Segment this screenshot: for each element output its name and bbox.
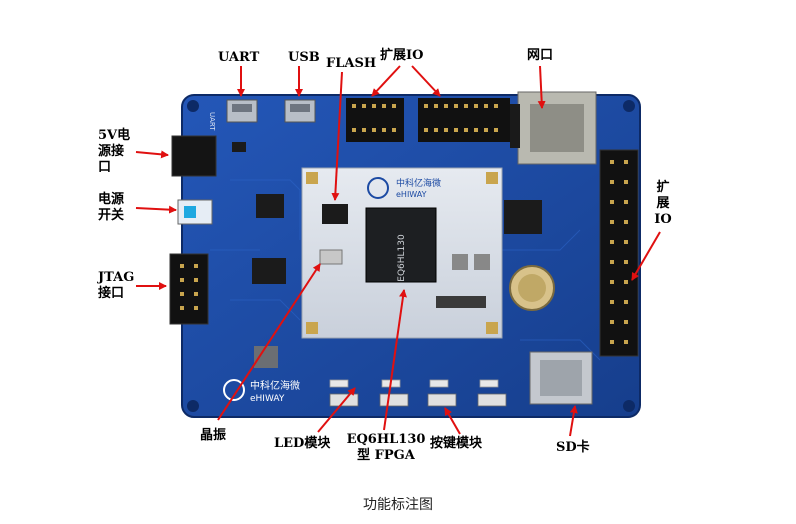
- label-power-switch: 电源 开关: [98, 192, 125, 223]
- arrow-keys: [444, 407, 461, 435]
- label-keys: 按键模块: [430, 436, 483, 451]
- label-sd: SD卡: [556, 440, 590, 455]
- mount-hole: [623, 100, 635, 112]
- board-brand-en: eHIWAY: [250, 394, 285, 404]
- arrow-expand-right: [631, 231, 661, 281]
- label-power-5v: 5V电 源接 口: [98, 128, 131, 175]
- figure-caption: 功能标注图: [363, 497, 433, 513]
- inductor: [254, 346, 278, 368]
- arrow-fpga: [383, 289, 407, 431]
- label-usb: USB: [288, 50, 320, 65]
- label-ethernet: 网口: [527, 48, 554, 63]
- label-crystal: 晶振: [200, 428, 227, 443]
- pcb-traces: [210, 179, 601, 361]
- fpga-chip: [365, 207, 437, 283]
- ic-chip: [252, 258, 286, 284]
- arrow-led: [317, 387, 356, 433]
- jtag-header: [169, 253, 209, 325]
- ic-chip: [504, 200, 542, 234]
- mount-hole: [187, 400, 199, 412]
- label-uart: UART: [218, 50, 260, 65]
- arrow-power-switch: [135, 205, 177, 214]
- arrow-flash: [331, 71, 343, 201]
- mount-hole: [187, 100, 199, 112]
- label-expand-io-top: 扩展IO: [380, 48, 424, 63]
- label-jtag: JTAG 接口: [98, 270, 135, 301]
- brand-logo: [367, 177, 389, 199]
- arrow-crystal: [217, 263, 321, 421]
- arrow-sd: [569, 405, 578, 437]
- mount-hole: [623, 400, 635, 412]
- board-brand-cn: 中科亿海微: [250, 379, 300, 392]
- arrow-power-5v: [135, 150, 169, 159]
- arrow-io-top-left: [371, 65, 401, 97]
- board-brand-logo: [223, 379, 245, 401]
- ic-chip: [232, 142, 246, 152]
- module-brand-en: eHIWAY: [396, 190, 427, 199]
- label-fpga: EQ6HL130 型 FPGA: [346, 432, 426, 463]
- crystal: [319, 249, 343, 265]
- key-row: [329, 393, 507, 407]
- expansion-header-right: [599, 149, 639, 357]
- module-brand-cn: 中科亿海微: [396, 177, 441, 189]
- fpga-marking: EQ6HL130: [397, 234, 407, 282]
- annotation-arrows: [135, 65, 661, 437]
- arrow-io-top-right: [411, 65, 441, 97]
- ic-chip: [256, 194, 284, 218]
- arrow-ethernet: [537, 65, 546, 109]
- label-led: LED模块: [274, 436, 331, 451]
- label-expand-io-right: 扩 展 IO: [654, 180, 672, 227]
- flash-chip: [322, 204, 348, 224]
- uart-silk: UART: [208, 112, 216, 131]
- label-flash: FLASH: [326, 56, 377, 71]
- dc-jack: [171, 135, 217, 177]
